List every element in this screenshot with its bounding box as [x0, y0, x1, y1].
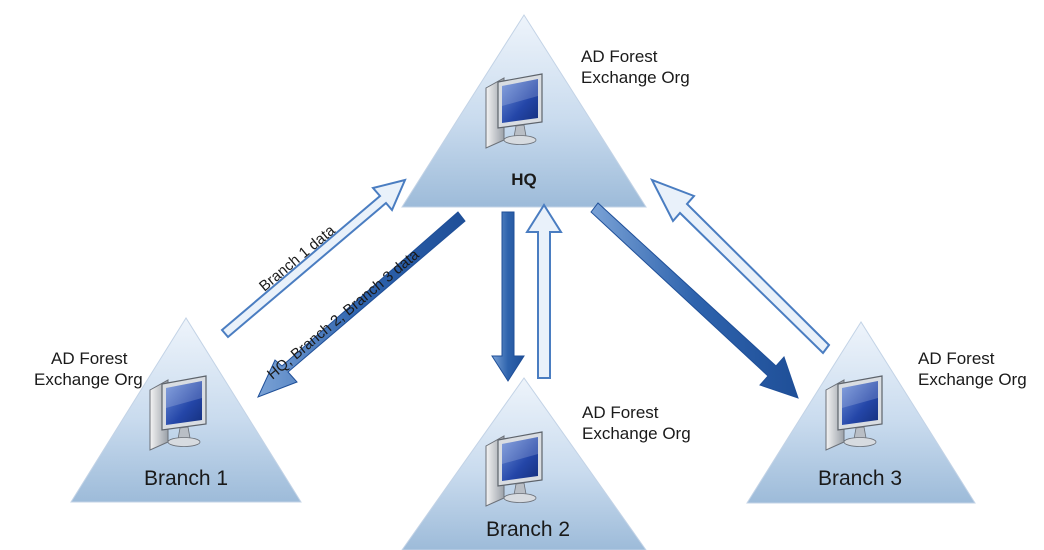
hq-org-line1: AD Forest [581, 47, 658, 66]
branch2-org-line1: AD Forest [582, 403, 659, 422]
branch1-site-name: Branch 1 [143, 467, 229, 490]
arrow-branch1-to-hq [220, 178, 407, 339]
branch3-site-name: Branch 3 [817, 467, 903, 490]
arrow-branch3-to-hq [649, 178, 831, 355]
branch3-org-label: AD Forest Exchange Org [918, 348, 1027, 390]
hq-site-name: HQ [511, 170, 537, 189]
arrow-branch2-to-hq [525, 203, 563, 379]
arrow-hq-to-branch3 [590, 202, 799, 399]
branch2-org-label: AD Forest Exchange Org [582, 402, 691, 444]
branch1-org-line1: AD Forest [51, 349, 128, 368]
arrow-hq-to-branch2 [491, 211, 525, 382]
branch3-org-line1: AD Forest [918, 349, 995, 368]
hq-org-line2: Exchange Org [581, 68, 690, 87]
branch2-org-line2: Exchange Org [582, 424, 691, 443]
branch3-org-line2: Exchange Org [918, 370, 1027, 389]
branch1-org-label: AD Forest Exchange Org [34, 348, 143, 390]
branch2-site-name: Branch 2 [485, 518, 571, 541]
arrow-hq-to-branch1 [257, 211, 466, 398]
branch1-org-line2: Exchange Org [34, 370, 143, 389]
hq-org-label: AD Forest Exchange Org [581, 46, 690, 88]
